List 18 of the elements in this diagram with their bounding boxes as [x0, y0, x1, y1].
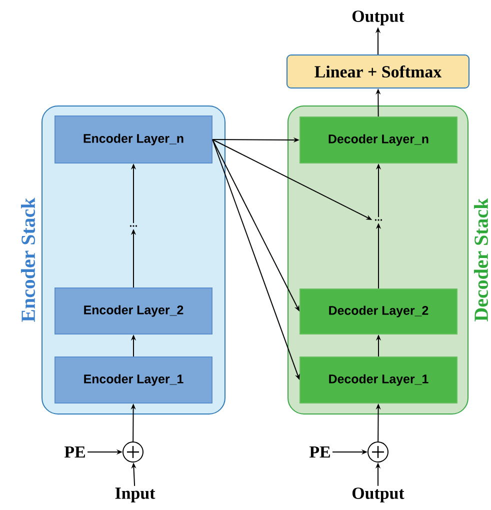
terminal-label: PE [64, 446, 85, 458]
terminal-label: Output [352, 10, 404, 26]
terminal-label: Input [115, 488, 156, 502]
layer-box: Encoder Layer_1 [54, 356, 212, 404]
sum-circle [368, 442, 388, 462]
layer-box: Encoder Layer_n [54, 116, 212, 164]
node-label: Decoder Stack [474, 198, 488, 322]
layer-box: Decoder Layer_n [300, 116, 458, 164]
terminal-label: PE [309, 446, 330, 458]
output-layer-box: Linear + Softmax [286, 54, 470, 88]
terminal-label: Output [352, 488, 404, 502]
ellipsis: ... [130, 225, 137, 227]
layer-box: Encoder Layer_2 [54, 288, 212, 334]
layer-box: Decoder Layer_1 [300, 356, 458, 404]
sum-circle [122, 442, 144, 462]
layer-box: Decoder Layer_2 [300, 288, 458, 334]
node-label: Encoder Stack [20, 198, 35, 322]
ellipsis: ... [375, 219, 382, 221]
